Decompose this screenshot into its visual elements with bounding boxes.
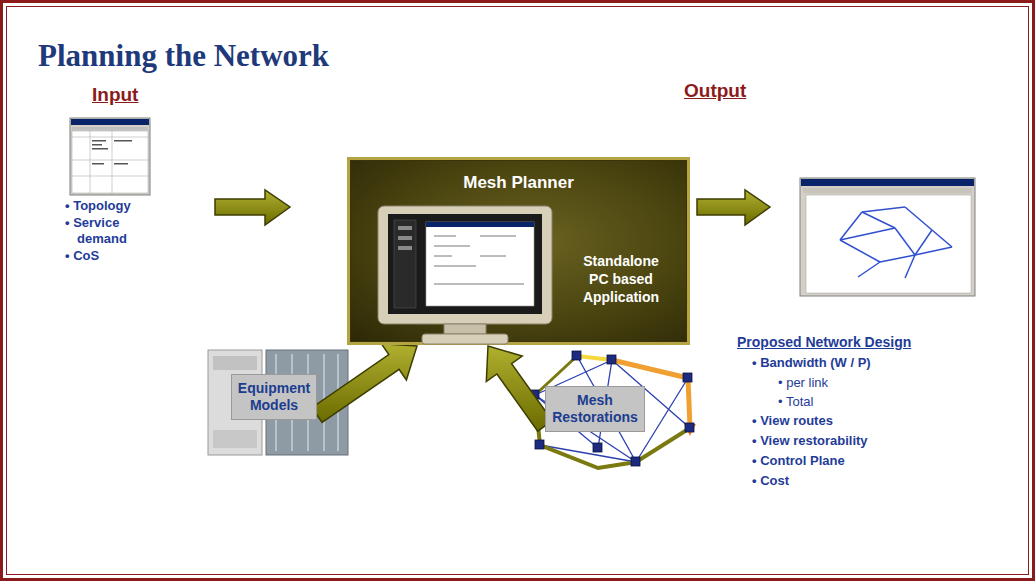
block-arrow bbox=[215, 190, 290, 225]
application-box: Mesh PlannerStandalone PC based Applicat… bbox=[347, 157, 690, 345]
box-text: Standalone PC based Application bbox=[575, 252, 667, 306]
sub-bullet-item: • Total bbox=[778, 394, 813, 410]
section-heading: Input bbox=[92, 84, 138, 106]
sub-bullet-item: • per link bbox=[778, 375, 828, 391]
section-heading: Output bbox=[684, 80, 746, 102]
bullet-item: • Cost bbox=[752, 473, 789, 489]
label-box: Equipment Models bbox=[231, 374, 317, 420]
bullet-item: • Service demand bbox=[65, 215, 161, 247]
bullet-item: • Control Plane bbox=[752, 453, 845, 469]
bullet-item: • Bandwidth (W / P) bbox=[752, 355, 871, 371]
block-arrow bbox=[697, 190, 770, 225]
input-screenshot bbox=[70, 118, 150, 195]
box-title: Mesh Planner bbox=[350, 172, 687, 193]
bullet-item: • View routes bbox=[752, 413, 833, 429]
box-text: Mesh Restorations bbox=[551, 392, 639, 426]
page-title: Planning the Network bbox=[38, 38, 329, 74]
bullet-item: • View restorability bbox=[752, 433, 868, 449]
output-screenshot bbox=[800, 178, 975, 296]
mesh-network-picture bbox=[530, 351, 696, 468]
block-arrow bbox=[486, 346, 552, 431]
bullet-item: • Topology bbox=[65, 198, 131, 214]
monitor-picture bbox=[376, 204, 554, 346]
label-box: Mesh Restorations bbox=[545, 386, 645, 432]
box-text: Equipment Models bbox=[237, 380, 311, 414]
bullet-item: • CoS bbox=[65, 248, 99, 264]
block-arrow bbox=[312, 344, 417, 423]
list-heading: Proposed Network Design bbox=[737, 334, 911, 350]
